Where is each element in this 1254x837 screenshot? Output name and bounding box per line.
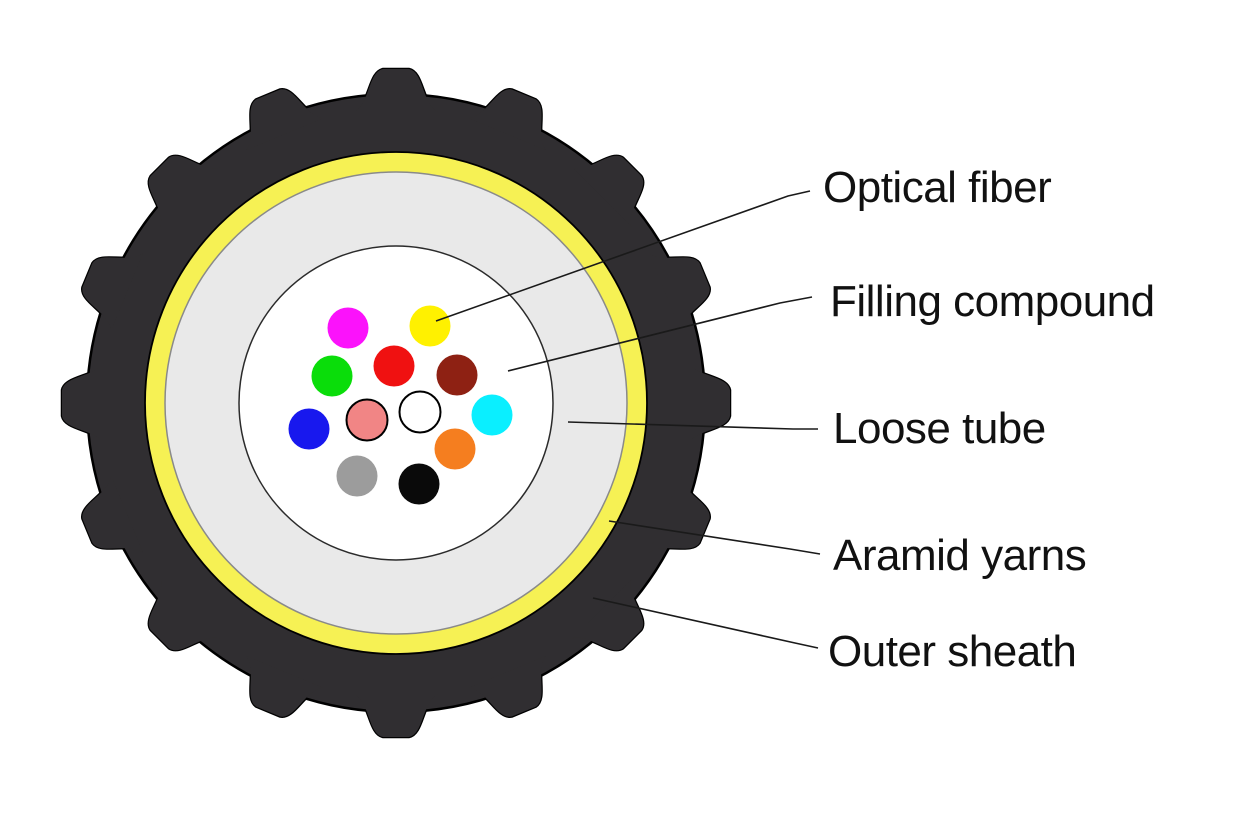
leader-line-loose-tube <box>567 421 818 430</box>
fiber-dot-red <box>373 345 415 387</box>
leader-line-outer-sheath <box>592 597 819 649</box>
fiber-dot-brown <box>436 354 478 396</box>
label-aramid-yarns: Aramid yarns <box>833 531 1087 580</box>
sheath-tooth-fill <box>62 361 105 445</box>
fiber-dot-green <box>311 355 353 397</box>
fiber-dot-aqua <box>471 394 513 436</box>
fiber-dot-rose <box>345 398 389 442</box>
sheath-tooth-fill <box>468 655 547 717</box>
fiber-dot-black <box>398 463 440 505</box>
sheath-tooth-fill <box>245 89 324 151</box>
leader-line-optical-fiber <box>435 190 811 322</box>
label-filling-compound: Filling compound <box>830 277 1155 326</box>
label-loose-tube: Loose tube <box>833 404 1046 453</box>
sheath-tooth-fill <box>82 252 144 331</box>
sheath-tooth-fill <box>648 252 710 331</box>
filling-compound-area <box>238 245 554 561</box>
label-optical-fiber: Optical fiber <box>823 163 1052 212</box>
sheath-tooth-fill <box>572 579 644 651</box>
leader-line-filling-compound <box>507 296 813 372</box>
fiber-dot-violet <box>327 307 369 349</box>
sheath-tooth-fill <box>354 69 438 112</box>
fiber-dot-slate <box>336 455 378 497</box>
leader-line-aramid-yarns <box>608 520 821 555</box>
sheath-tooth-fill <box>148 155 220 227</box>
sheath-tooth-fill <box>148 579 220 651</box>
sheath-tooth-fill <box>354 694 438 737</box>
sheath-tooth-fill <box>82 475 144 554</box>
sheath-tooth-fill <box>687 361 730 445</box>
sheath-tooth-fill <box>468 89 547 151</box>
fiber-dot-blue <box>288 408 330 450</box>
fiber-dot-white <box>398 390 442 434</box>
sheath-tooth-fill <box>245 655 324 717</box>
sheath-tooth-fill <box>572 155 644 227</box>
fiber-dot-yellow <box>409 305 451 347</box>
fiber-dot-orange <box>434 428 476 470</box>
label-outer-sheath: Outer sheath <box>828 627 1077 676</box>
